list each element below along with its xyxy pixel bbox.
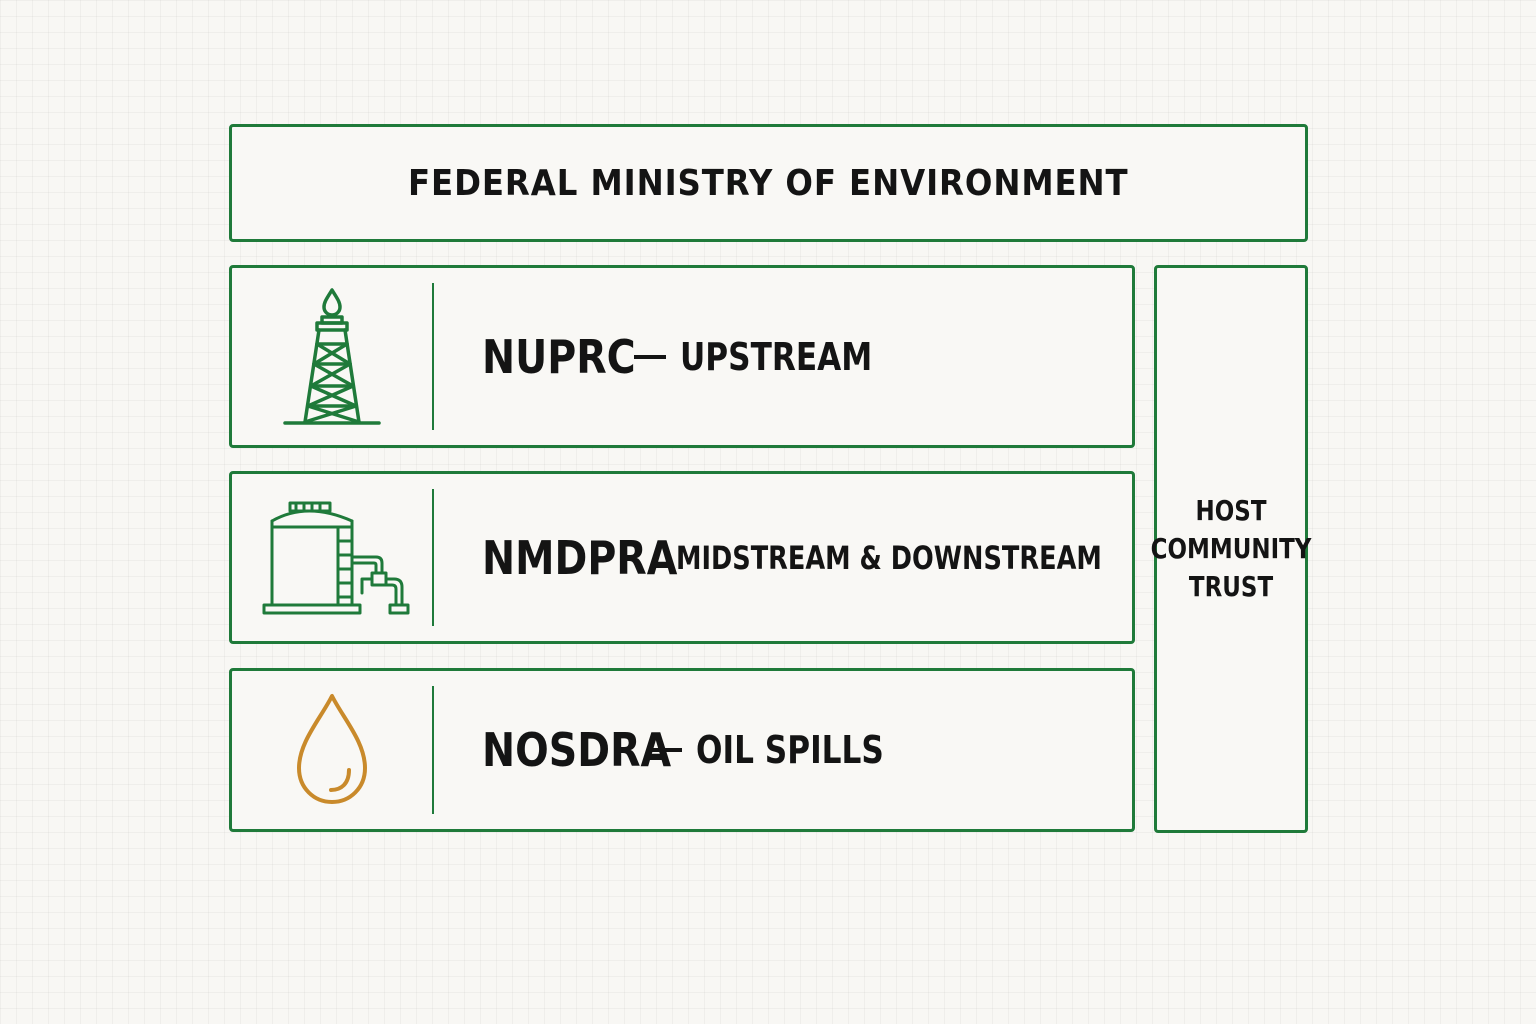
agency-divider — [432, 283, 434, 430]
trust-line-2: COMMUNITY — [1150, 532, 1312, 565]
storage-tank-icon — [232, 474, 432, 641]
trust-line-3: TRUST — [1188, 570, 1274, 603]
agency-box-nosdra: NOSDRA OIL SPILLS — [229, 668, 1135, 832]
dash-separator — [650, 748, 682, 752]
oil-drop-icon — [232, 671, 432, 829]
agency-box-nmdpra: NMDPRA MIDSTREAM & DOWNSTREAM — [229, 471, 1135, 644]
agency-divider — [432, 489, 434, 626]
ministry-title: FEDERAL MINISTRY OF ENVIRONMENT — [408, 162, 1129, 204]
host-community-trust-box: HOST COMMUNITY TRUST — [1151, 265, 1311, 833]
trust-label: HOST COMMUNITY TRUST — [1151, 492, 1312, 606]
agency-scope: OIL SPILLS — [696, 728, 884, 772]
ministry-box: FEDERAL MINISTRY OF ENVIRONMENT — [229, 124, 1308, 242]
oil-derrick-icon — [232, 268, 432, 445]
agency-label-nmdpra: NMDPRA MIDSTREAM & DOWNSTREAM — [482, 474, 1112, 641]
agency-label-nuprc: NUPRC UPSTREAM — [482, 268, 1112, 445]
dash-separator — [634, 354, 666, 359]
agency-acronym: NOSDRA — [482, 723, 672, 777]
agency-acronym: NMDPRA — [482, 530, 678, 585]
agency-scope: UPSTREAM — [680, 334, 873, 379]
trust-line-1: HOST — [1195, 494, 1267, 527]
agency-acronym: NUPRC — [482, 329, 636, 384]
agency-label-nosdra: NOSDRA OIL SPILLS — [482, 671, 1112, 829]
agency-scope: MIDSTREAM & DOWNSTREAM — [676, 538, 1102, 577]
agency-divider — [432, 686, 434, 814]
agency-box-nuprc: NUPRC UPSTREAM — [229, 265, 1135, 448]
